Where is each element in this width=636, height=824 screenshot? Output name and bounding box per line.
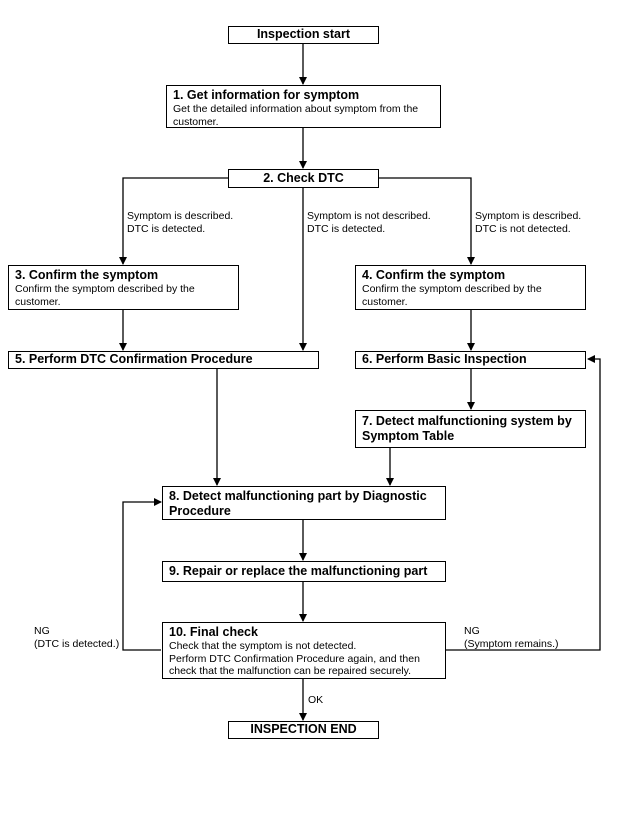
ng-label-right: NG (Symptom remains.) [464,625,559,650]
step-4-title: 4. Confirm the symptom [362,268,506,282]
step-4-box: 4. Confirm the symptom Confirm the sympt… [355,265,586,310]
step-3-title: 3. Confirm the symptom [15,268,159,282]
step-9-box: 9. Repair or replace the malfunctioning … [162,561,446,582]
step-8-box: 8. Detect malfunctioning part by Diagnos… [162,486,446,520]
connector-ng-right-loop [446,355,601,651]
step-4-body: Confirm the symptom described by the cus… [362,283,542,308]
connector-2-to-4 [378,177,475,265]
inspection-end-box: INSPECTION END [228,721,379,739]
step-7-title: 7. Detect malfunctioning system by Sympt… [362,414,572,443]
step-6-box: 6. Perform Basic Inspection [355,351,586,369]
inspection-end-label: INSPECTION END [250,722,357,736]
inspection-start-box: Inspection start [228,26,379,44]
connector-ng-left-loop [122,498,162,651]
step-5-box: 5. Perform DTC Confirmation Procedure [8,351,319,369]
step-9-title: 9. Repair or replace the malfunctioning … [169,564,428,578]
step-10-box: 10. Final check Check that the symptom i… [162,622,446,679]
step-7-box: 7. Detect malfunctioning system by Sympt… [355,410,586,448]
branch-label-middle: Symptom is not described. DTC is detecte… [307,210,431,235]
step-1-body: Get the detailed information about sympt… [173,103,419,128]
inspection-start-label: Inspection start [256,27,351,41]
ng-label-left: NG (DTC is detected.) [34,625,120,650]
step-10-body: Check that the symptom is not detected. … [169,640,420,677]
branch-label-right: Symptom is described. DTC is not detecte… [475,210,582,235]
branch-label-left: Symptom is described. DTC is detected. [127,210,234,235]
ok-label: OK [308,694,324,706]
step-5-title: 5. Perform DTC Confirmation Procedure [15,352,253,366]
step-2-box: 2. Check DTC [228,169,379,188]
step-8-title: 8. Detect malfunctioning part by Diagnos… [169,489,427,518]
connector-2-to-3 [119,177,228,265]
step-3-box: 3. Confirm the symptom Confirm the sympt… [8,265,239,310]
step-10-title: 10. Final check [169,625,258,639]
step-1-title: 1. Get information for symptom [173,88,360,102]
step-3-body: Confirm the symptom described by the cus… [15,283,195,308]
step-1-box: 1. Get information for symptom Get the d… [166,85,441,128]
step-6-title: 6. Perform Basic Inspection [362,352,527,366]
step-2-title: 2. Check DTC [263,171,344,185]
